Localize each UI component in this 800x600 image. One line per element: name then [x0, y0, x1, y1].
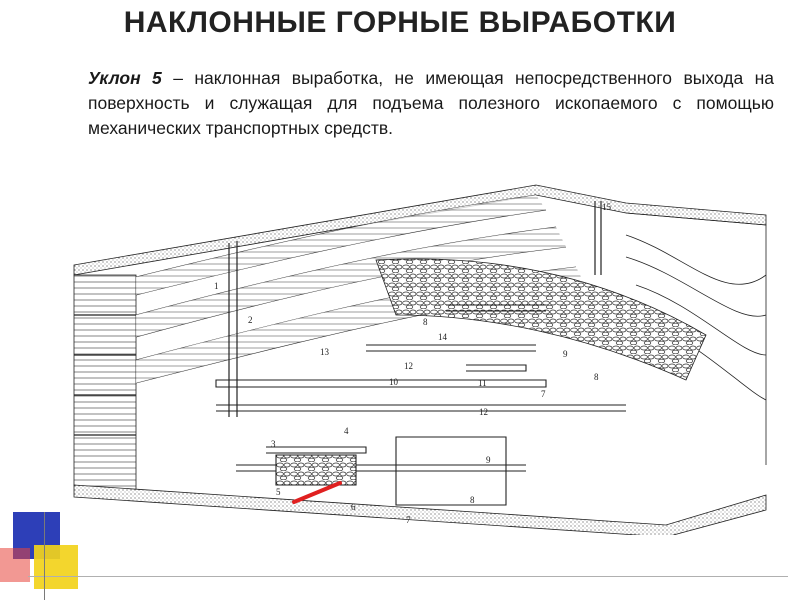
label-3: 3: [271, 439, 276, 449]
label-1: 1: [214, 281, 219, 291]
label-11: 11: [478, 378, 487, 388]
label-14: 14: [438, 332, 448, 342]
deco-divider-horizontal: [28, 576, 788, 577]
deco-square-yellow: [34, 545, 78, 589]
ore-seam: [375, 258, 707, 381]
deco-divider-vertical: [44, 512, 45, 600]
label-2: 2: [248, 315, 253, 325]
label-9a: 9: [486, 455, 491, 465]
label-15: 15: [602, 202, 612, 212]
definition-text: – наклонная выработка, не имеющая непоср…: [88, 68, 774, 138]
label-12b: 12: [404, 361, 413, 371]
definition-term: Уклон 5: [88, 68, 162, 88]
label-8a: 8: [470, 495, 475, 505]
incline-highlight: [292, 481, 342, 504]
shafts: [228, 201, 602, 417]
diagram-labels: 1 2 3 4 5 6 7 7 8 8 8 9 9 10 11 12 12 13…: [214, 202, 612, 525]
label-5: 5: [276, 487, 281, 497]
floor-layer: [73, 484, 767, 535]
label-12a: 12: [479, 407, 488, 417]
label-13: 13: [320, 347, 330, 357]
workings: [215, 304, 626, 506]
deco-square-red: [0, 548, 30, 582]
label-4: 4: [344, 426, 349, 436]
label-8c: 8: [423, 317, 428, 327]
label-6: 6: [351, 502, 356, 512]
label-7b: 7: [541, 389, 546, 399]
front-strata-left: [73, 274, 137, 496]
label-10: 10: [389, 377, 399, 387]
label-7a: 7: [406, 515, 411, 525]
label-9b: 9: [563, 349, 568, 359]
slide-title: НАКЛОННЫЕ ГОРНЫЕ ВЫРАБОТКИ: [123, 6, 677, 39]
definition-paragraph: Уклон 5 – наклонная выработка, не имеюща…: [88, 66, 774, 141]
mine-workings-diagram: 1 2 3 4 5 6 7 7 8 8 8 9 9 10 11 12 12 13…: [73, 184, 767, 535]
label-8b: 8: [594, 372, 599, 382]
